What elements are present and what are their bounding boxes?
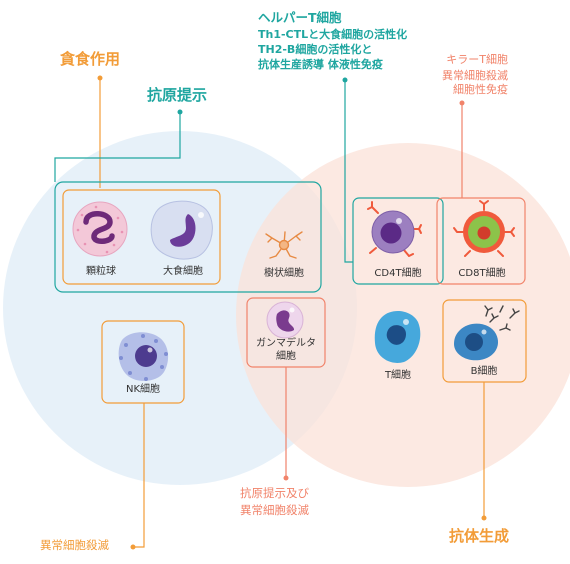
macrophage-label: 大食細胞 <box>163 266 203 277</box>
cd4t-box <box>352 197 444 285</box>
gamma-delta-label-line2: 細胞 <box>276 351 296 362</box>
gamma-delta-cell-icon <box>266 301 304 339</box>
helper-t-line2: TH2-B細胞の活性化と <box>258 43 373 56</box>
killer-t-title: キラーT細胞 <box>446 53 508 66</box>
antigen-kill-line1: 抗原提示及び <box>240 486 309 500</box>
nk-cell-icon <box>118 332 169 381</box>
tcell-label: T細胞 <box>384 370 412 381</box>
macrophage-icon <box>150 200 213 260</box>
helper-t-line3: 抗体生産誘導 体液性免疫 <box>258 58 383 71</box>
phagocytosis-label: 貪食作用 <box>60 50 121 68</box>
killer-t-line2: 細胞性免疫 <box>453 83 508 96</box>
cd8t-cell-icon <box>453 200 515 257</box>
cd8t-cell-label: CD8T細胞 <box>458 268 506 279</box>
nk-box <box>101 320 185 404</box>
gamma-delta-box <box>246 297 326 368</box>
bcell-icon <box>454 305 520 361</box>
abnormal-kill-label: 異常細胞殺滅 <box>40 538 109 552</box>
killer-t-line1: 異常細胞殺滅 <box>442 69 508 82</box>
nk-connector <box>133 403 145 548</box>
antigen-presentation-connector <box>54 112 181 182</box>
antigen-presentation-label: 抗原提示 <box>147 86 208 104</box>
bcell-label: B細胞 <box>470 366 498 377</box>
nk-cell-label: NK細胞 <box>125 384 161 395</box>
granulocyte-label: 顆粒球 <box>86 266 116 277</box>
cd4t-cell-label: CD4T細胞 <box>374 268 422 279</box>
granulocyte-icon <box>72 201 128 257</box>
helper-connector <box>344 80 353 263</box>
bcell-box <box>442 299 527 383</box>
dendritic-cell-label: 樹状細胞 <box>264 268 304 279</box>
phagocyte-box <box>62 189 221 285</box>
connector-lines <box>54 75 487 550</box>
helper-t-title: ヘルパーT細胞 <box>258 10 342 25</box>
cd4t-cell-icon <box>367 201 422 257</box>
helper-t-line1: Th1-CTLと大食細胞の活性化 <box>258 28 408 41</box>
dendritic-cell-icon <box>265 231 303 259</box>
tcell-icon <box>374 310 421 363</box>
cd8t-box <box>436 197 526 285</box>
gamma-delta-label-line1: ガンマデルタ <box>256 338 316 349</box>
antigen-kill-line2: 異常細胞殺滅 <box>240 503 309 517</box>
antigen-presenting-group-box <box>54 181 322 293</box>
antibody-production-label: 抗体生成 <box>449 527 510 545</box>
